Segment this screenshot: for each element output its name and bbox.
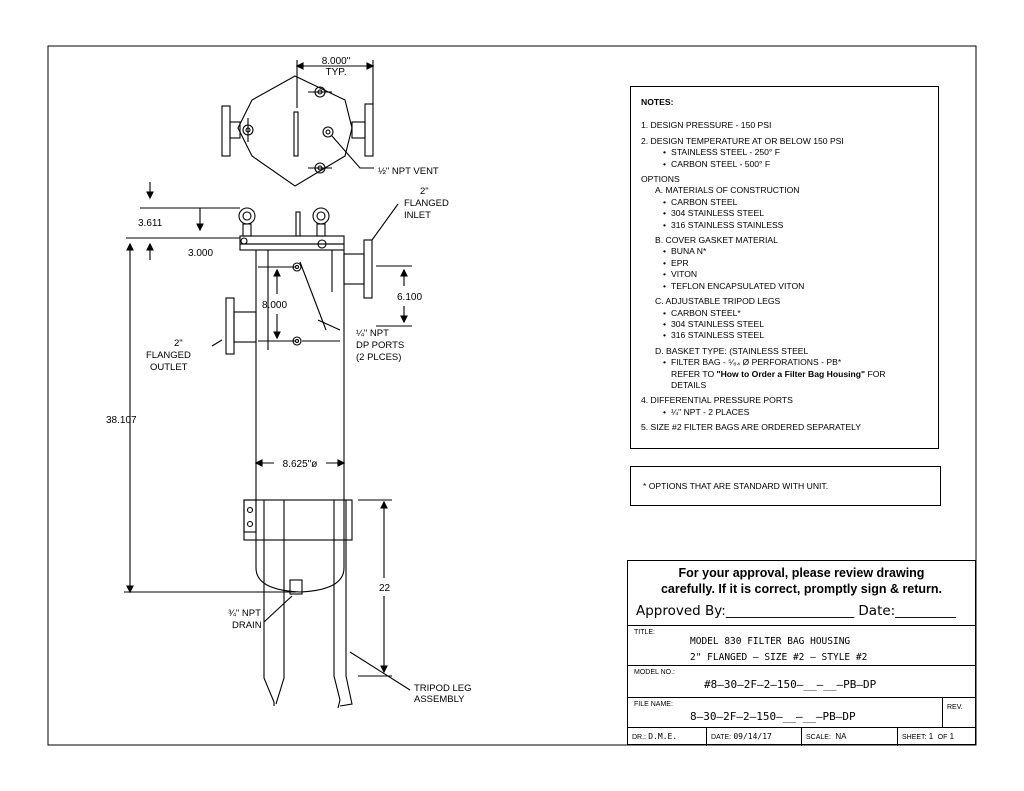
option-c1: CARBON STEEL* [641,308,928,320]
option-c2: 304 STAINLESS STEEL [641,319,928,331]
dp-ports-label-3: (2 PLCES) [356,352,401,363]
option-a1: CARBON STEEL [641,197,928,209]
standard-options-note: * OPTIONS THAT ARE STANDARD WITH UNIT. [630,466,941,506]
refer-suffix: FOR [865,368,886,379]
inlet-label-1: 2" [420,186,429,197]
drawn-by-cell: DR.: D.M.E. [628,728,706,746]
drawing-title-2: 2" FLANGED – SIZE #2 – STYLE #2 [690,652,868,663]
dp-ports-label-1: ¼" NPT [356,328,389,339]
note-4: 4. DIFFERENTIAL PRESSURE PORTS [641,395,793,406]
drawing-title-1: MODEL 830 FILTER BAG HOUSING [690,636,851,647]
approval-line-1: For your approval, please review drawing [678,566,925,580]
option-c: C. ADJUSTABLE TRIPOD LEGS [655,296,781,307]
refer-prefix: REFER TO [671,368,717,379]
outlet-label-2: FLANGED [146,350,191,361]
of-caption: OF [937,734,948,741]
dp-ports-label-2: DP PORTS [356,340,404,351]
inlet-label-2: FLANGED [404,198,449,209]
option-d1-refer: REFER TO "How to Order a Filter Bag Hous… [641,369,928,380]
title-block: For your approval, please review drawing… [627,560,976,746]
file-name: 8–30–2F–2–150–__–__–PB–DP [690,710,856,723]
sheet-border [47,45,977,746]
date-caption: DATE: [711,734,732,741]
approval-line-2: carefully. If it is correct, promptly si… [660,582,943,596]
notes-heading: NOTES: [641,97,674,107]
drain-label-1: ¾" NPT [228,608,261,619]
note-2a: STAINLESS STEEL - 250° F [641,147,928,159]
outlet-label-3: OUTLET [150,362,188,373]
model-caption: MODEL NO.: [634,669,675,676]
outlet-label-1: 2" [174,338,183,349]
side-view [124,182,412,709]
dim-diameter: 8.625"ø [283,459,318,470]
approval-text: For your approval, please review drawing… [628,561,975,597]
refer-doc-title: "How to Order a Filter Bag Housing" [716,368,866,379]
sheet-cell: SHEET: 1 OF 1 [897,728,977,746]
model-number: #8–30–2F–2–150–__–__–PB–DP [704,678,877,691]
scale-cell: SCALE: NA [801,728,897,746]
dim-22: 22 [379,583,391,594]
scale-caption: SCALE: [806,734,831,741]
file-caption: FILE NAME: [634,701,673,708]
option-d1: FILTER BAG - ⁵⁄₆₄ Ø PERFORATIONS - PB* [641,357,928,369]
note-2b: CARBON STEEL - 500° F [641,159,928,171]
date-cell: DATE: 09/14/17 [706,728,801,746]
option-d1-details: DETAILS [671,379,707,390]
info-row: DR.: D.M.E. DATE: 09/14/17 SCALE: NA SHE… [628,727,975,746]
sheet-caption: SHEET: [902,734,927,741]
options-heading: OPTIONS [641,174,680,185]
approved-by-line: Approved By:___________________ Date:___… [636,603,956,619]
option-b3: VITON [641,269,928,281]
drawn-by: D.M.E. [648,732,678,741]
file-row: FILE NAME: 8–30–2F–2–150–__–__–PB–DP REV… [628,697,975,727]
option-b1: BUNA N* [641,246,928,258]
rev-cell: REV. [942,698,977,727]
option-b2: EPR [641,258,928,270]
option-c3: 316 STAINLESS STEEL [641,330,928,342]
dim-6100: 6.100 [397,292,422,303]
dim-top-typ-suffix: TYP. [326,67,347,78]
rev-caption: REV. [947,704,963,711]
date-value: 09/14/17 [733,732,772,741]
option-b4: TEFLON ENCAPSULATED VITON [641,281,928,293]
vent-label: ½" NPT VENT [378,166,439,177]
note-5: 5. SIZE #2 FILTER BAGS ARE ORDERED SEPAR… [641,422,861,433]
note-4a: ¼" NPT - 2 PLACES [641,407,928,419]
option-a: A. MATERIALS OF CONSTRUCTION [655,185,800,196]
option-d: D. BASKET TYPE: (STAINLESS STEEL [655,345,809,356]
inlet-label-3: INLET [404,210,431,221]
title-caption: TITLE: [634,629,656,636]
note-1: 1. DESIGN PRESSURE - 150 PSI [641,120,772,131]
top-view [221,60,375,187]
notes-box: NOTES: 1. DESIGN PRESSURE - 150 PSI 2. D… [630,86,939,449]
note-2: 2. DESIGN TEMPERATURE AT OR BELOW 150 PS… [641,135,844,146]
sheet-value: 1 [928,732,934,741]
dim-3611: 3.611 [138,218,163,229]
scale-value: NA [835,732,847,741]
option-b: B. COVER GASKET MATERIAL [655,235,778,246]
drain-label-2: DRAIN [232,620,262,631]
of-value: 1 [949,732,955,741]
dim-top-typ: 8.000" [322,56,351,67]
dim-38107: 38.107 [106,415,137,426]
model-row: MODEL NO.: #8–30–2F–2–150–__–__–PB–DP [628,665,975,697]
drawn-by-caption: DR.: [632,734,646,741]
dim-8000: 8.000 [262,300,287,311]
option-a3: 316 STAINLESS STAINLESS [641,220,928,232]
dim-3000: 3.000 [188,248,213,259]
option-a2: 304 STAINLESS STEEL [641,208,928,220]
title-row: TITLE: MODEL 830 FILTER BAG HOUSING 2" F… [628,625,975,665]
tripod-label-2: ASSEMBLY [414,694,465,705]
tripod-label-1: TRIPOD LEG [414,683,472,694]
